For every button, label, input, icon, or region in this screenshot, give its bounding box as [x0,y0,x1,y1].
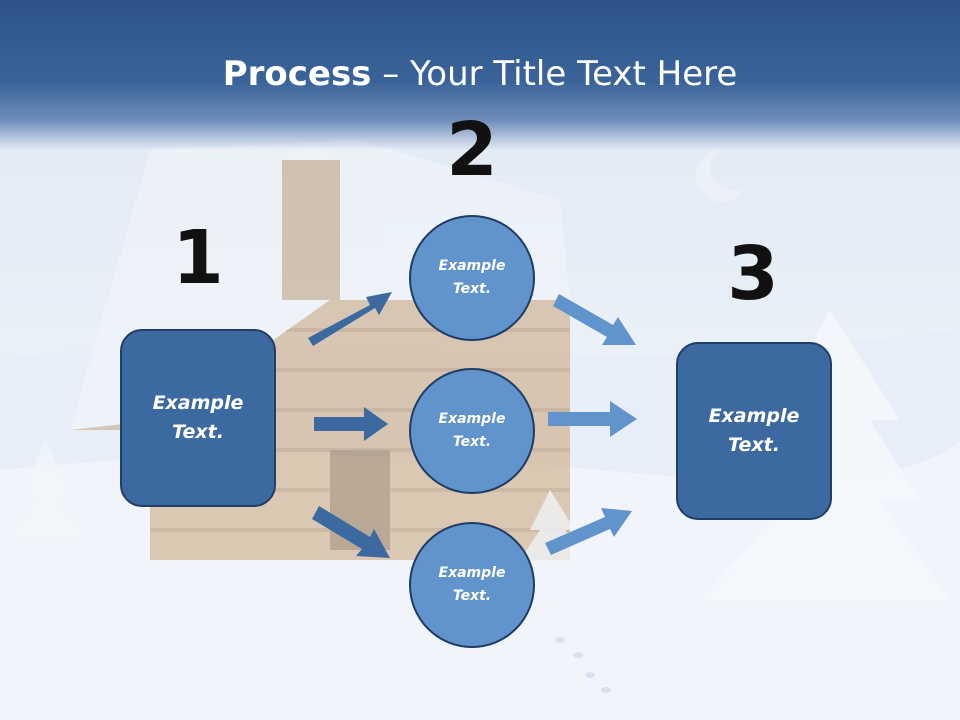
arrow-1-to-middle [314,407,388,441]
arrow-bottom-to-3 [545,508,632,555]
step-2-circle-top[interactable]: Example Text. [409,215,535,341]
step-2-circle-middle[interactable]: Example Text. [409,368,535,494]
step-2-circle-bottom-text: Example Text. [438,565,506,604]
step-2-circle-bottom[interactable]: Example Text. [409,522,535,648]
step-2-circle-middle-text: Example Text. [438,411,506,450]
arrow-1-to-bottom [312,506,390,558]
slide-title: Process – Your Title Text Here [0,52,960,96]
step-number-2: 2 [446,107,498,193]
title-bold: Process [222,54,372,94]
step-2-circle-top-text: Example Text. [438,258,506,297]
title-band [0,0,960,150]
step-3-box[interactable]: Example Text. [676,342,832,520]
step-3-text: Example Text. [708,405,800,456]
step-1-text: Example Text. [152,392,244,443]
arrow-middle-to-3 [548,401,637,437]
step-number-1: 1 [172,215,224,301]
title-rest: – Your Title Text Here [371,54,738,94]
step-1-box[interactable]: Example Text. [120,329,276,507]
arrow-1-to-top [308,292,392,346]
arrow-top-to-3 [553,294,636,345]
step-number-3: 3 [727,231,779,317]
